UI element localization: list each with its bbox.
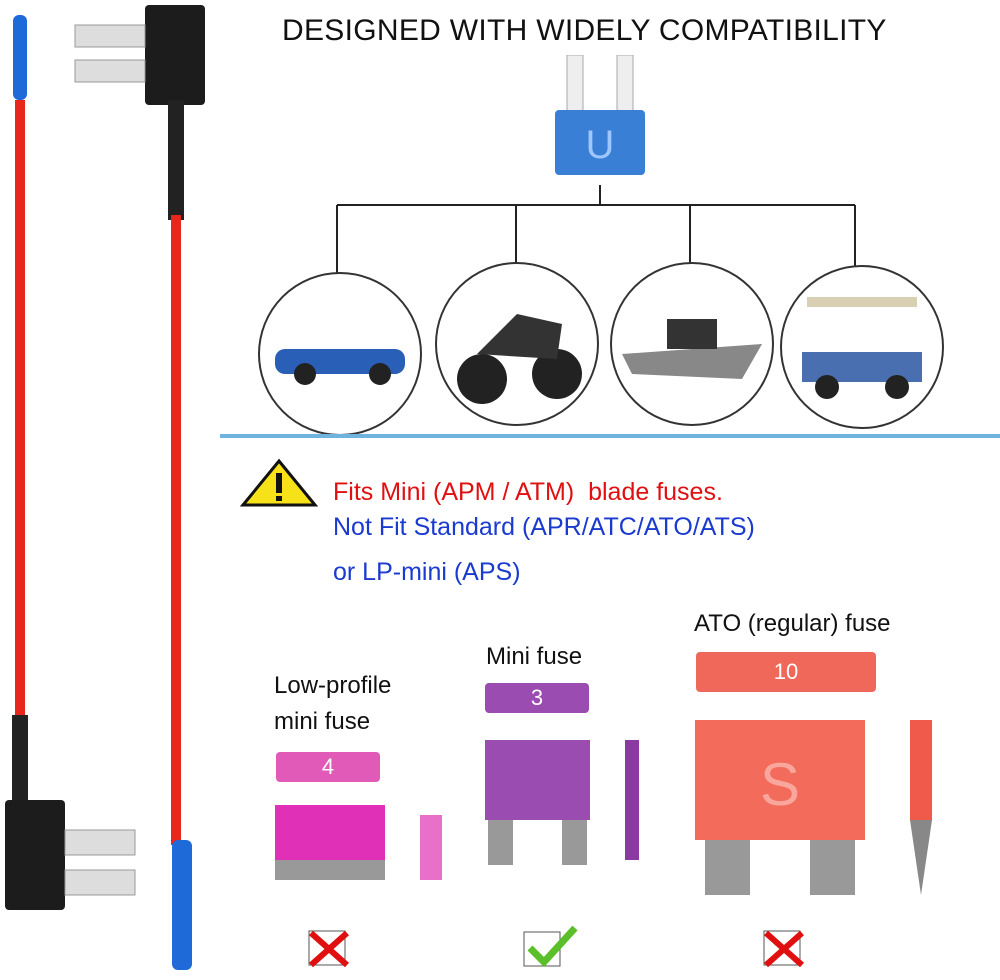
- fits-notice: Fits Mini (APM / ATM) blade fuses.: [333, 478, 723, 506]
- heading: DESIGNED WITH WIDELY COMPATIBILITY: [282, 14, 887, 47]
- fuse-diagrams: S: [275, 720, 932, 895]
- fuse-tap-wires: [5, 5, 205, 970]
- ato-not-fit-icon: [763, 930, 804, 968]
- lp-mini-rating: 4: [321, 754, 335, 779]
- mini-fuse-top: 3: [485, 683, 589, 713]
- mini-fuse-label: Mini fuse: [486, 643, 583, 670]
- ato-fuse-top: 10: [696, 652, 876, 692]
- compatibility-tree: [336, 185, 856, 280]
- svg-text:S: S: [760, 751, 800, 818]
- mini-fuse-icon: U: [555, 55, 645, 175]
- left-black-sleeve: [12, 715, 28, 805]
- golf-cart-circle: [780, 265, 944, 429]
- right-red-wire: [171, 215, 181, 845]
- mini-rating: 3: [530, 685, 544, 710]
- right-blue-connector: [172, 840, 192, 970]
- section-divider: [220, 434, 1000, 438]
- left-blue-connector: [13, 15, 27, 100]
- ato-rating: 10: [773, 659, 799, 684]
- boat-circle: [610, 262, 774, 426]
- ato-fuse-label: ATO (regular) fuse: [694, 610, 891, 637]
- car-circle: [258, 272, 422, 436]
- motorcycle-circle: [435, 262, 599, 426]
- warning-icon: [240, 458, 318, 507]
- mini-fit-check-icon: [523, 925, 578, 968]
- lp-mini-fuse-top: 4: [276, 752, 380, 782]
- lp-mini-label-2: mini fuse: [274, 708, 371, 735]
- lp-mini-not-fit-icon: [308, 930, 349, 968]
- lp-mini-label-1: Low-profile: [274, 672, 392, 699]
- left-red-wire: [15, 100, 25, 720]
- not-fit-notice: Not Fit Standard (APR/ATC/ATO/ATS): [333, 513, 755, 541]
- not-fit-notice-2: or LP-mini (APS): [333, 558, 521, 586]
- svg-text:U: U: [586, 123, 615, 167]
- top-fuse-holder: [145, 5, 205, 105]
- bottom-fuse-holder: [5, 800, 65, 910]
